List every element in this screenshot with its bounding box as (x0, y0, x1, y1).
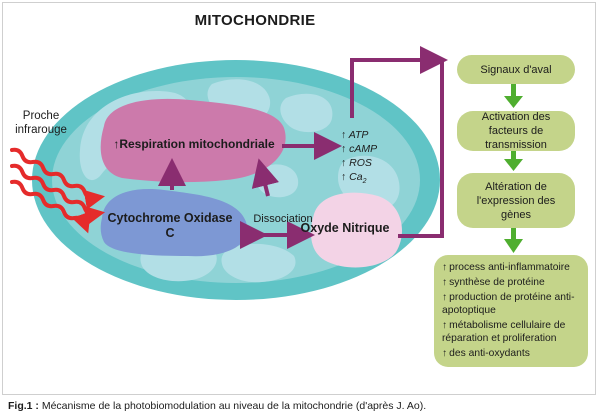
oxyde-blob (310, 192, 402, 268)
effect-item: ↑métabolisme cellulaire de réparation et… (442, 320, 566, 344)
figure-caption: Fig.1 : Mécanisme de la photobiomodulati… (8, 400, 427, 412)
cytochrome-blob (100, 189, 248, 257)
effect-item: ↑process anti-inflammatoire (442, 262, 570, 273)
green-arrows (504, 84, 523, 253)
effect-item: ↑production de protéine anti-apotoptique (442, 292, 575, 316)
nitric-oxide-label: Oxyde Nitrique (300, 221, 390, 235)
effect-item: ↑synthèse de protéine (442, 277, 545, 288)
laser-arrows (10, 147, 105, 234)
pathway-downstream-signals: Signaux d'aval (457, 55, 575, 84)
pathway-transcription-factors: Activation des facteurs de transmission (457, 111, 575, 151)
mediator-atp: ↑ ATP (341, 129, 369, 141)
purple-arrows (158, 46, 448, 249)
figure-frame (2, 2, 596, 395)
up-arrow-icon: ↑ (113, 137, 120, 151)
dissociation-label: Dissociation (253, 213, 313, 225)
respiration-label: ↑Respiration mitochondriale (113, 137, 275, 151)
cytochrome-label: Cytochrome Oxidase C (107, 211, 233, 240)
near-infrared-label: Proche infrarouge (15, 110, 67, 136)
effects-box: ↑process anti-inflammatoire ↑synthèse de… (434, 255, 588, 367)
mediator-camp: ↑ cAMP (341, 143, 378, 155)
mediator-ros: ↑ ROS (341, 157, 372, 169)
mediator-calcium: ↑ Ca2 (341, 171, 367, 186)
diagram-title: MITOCHONDRIE (194, 12, 316, 29)
respiration-blob (100, 98, 286, 183)
pathway-gene-expression: Altération de l'expression des gènes (457, 173, 575, 228)
effect-item: ↑des anti-oxydants (442, 348, 530, 359)
